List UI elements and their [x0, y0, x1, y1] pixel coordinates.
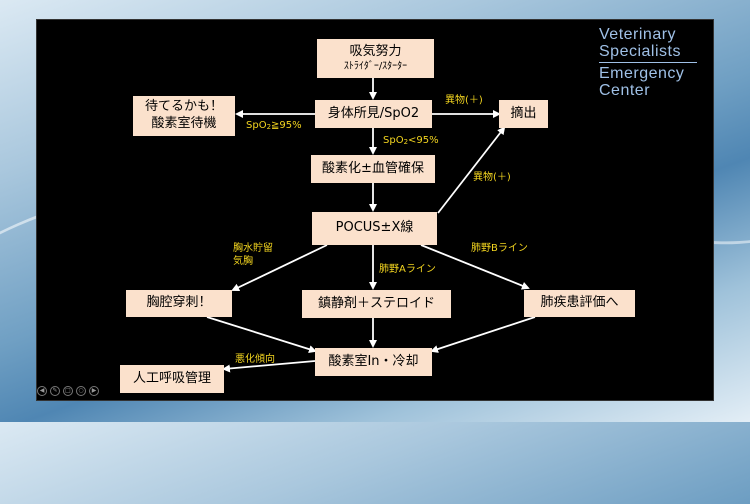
- label-spo2-low: SpO2<95%: [383, 135, 439, 146]
- slide: 吸気努力 ｽﾄﾗｲﾀﾞｰ/ｽﾀｰﾀｰ 身体所見/SpO2 待てるかも！ 酸素室待…: [37, 20, 713, 400]
- arrow-pocus-to-thoracentesis: [231, 244, 328, 292]
- slideshow-toolbar: ◀ ✎ □ ○ ▶: [37, 386, 99, 396]
- slides-icon[interactable]: □: [63, 386, 73, 396]
- zoom-icon[interactable]: ○: [76, 386, 86, 396]
- label-a-line: 肺野Aライン: [379, 264, 436, 275]
- node-oxygen-iv-label: 酸素化±血管確保: [322, 160, 424, 176]
- node-wait-line1: 待てるかも！: [144, 99, 223, 115]
- label-effusion: 胸水貯留 気胸: [233, 242, 273, 268]
- node-ventilation: 人工呼吸管理: [120, 365, 224, 393]
- label-worsening: 悪化傾向: [235, 354, 275, 365]
- node-ventilation-label: 人工呼吸管理: [132, 370, 211, 386]
- pen-icon[interactable]: ✎: [50, 386, 60, 396]
- label-foreign-top: 異物(＋): [445, 95, 483, 106]
- node-oxygen-room: 酸素室In・冷却: [315, 348, 432, 376]
- node-oxygen-room-label: 酸素室In・冷却: [328, 353, 419, 369]
- node-exam: 身体所見/SpO2: [315, 100, 432, 128]
- node-pocus-label: POCUS±X線: [335, 220, 414, 236]
- arrow-pocus-to-removal: [437, 126, 506, 214]
- label-effusion-line1: 胸水貯留: [233, 243, 273, 254]
- flow-arrows: [206, 78, 536, 373]
- node-sedation-label: 鎮静剤＋ステロイド: [317, 295, 435, 311]
- logo-line1: Veterinary: [599, 26, 677, 43]
- node-pocus: POCUS±X線: [312, 212, 437, 245]
- logo-divider: [599, 62, 697, 63]
- arrow-thoracentesis-to-oxygen-room: [206, 316, 317, 354]
- node-breathing-effort-line2: ｽﾄﾗｲﾀﾞｰ/ｽﾀｰﾀｰ: [343, 61, 408, 73]
- node-thoracentesis: 胸腔穿刺！: [126, 290, 232, 317]
- logo: Veterinary Specialists Emergency Center: [599, 26, 697, 99]
- node-oxygen-iv: 酸素化±血管確保: [311, 155, 435, 183]
- label-effusion-line2: 気胸: [233, 256, 253, 267]
- logo-line3: Emergency: [599, 65, 685, 82]
- prev-icon[interactable]: ◀: [37, 386, 47, 396]
- node-removal: 摘出: [499, 100, 548, 128]
- node-breathing-effort-line1: 吸気努力: [349, 43, 402, 59]
- node-wait: 待てるかも！ 酸素室待機: [133, 96, 235, 136]
- label-foreign-mid: 異物(＋): [473, 172, 511, 183]
- node-wait-line2: 酸素室待機: [151, 116, 217, 131]
- logo-line4: Center: [599, 82, 651, 99]
- arrow-pocus-to-lung-eval: [420, 244, 530, 290]
- label-b-line: 肺野Bライン: [471, 243, 528, 254]
- next-icon[interactable]: ▶: [89, 386, 99, 396]
- arrow-lung-eval-to-oxygen-room: [430, 316, 536, 353]
- node-exam-label: 身体所見/SpO2: [327, 105, 420, 121]
- node-lung-eval: 肺疾患評価へ: [524, 290, 635, 317]
- node-thoracentesis-label: 胸腔穿刺！: [146, 295, 212, 311]
- node-lung-eval-label: 肺疾患評価へ: [540, 295, 619, 311]
- logo-line2: Specialists: [599, 43, 681, 60]
- label-spo2-high: SpO2≧95%: [246, 120, 302, 131]
- node-breathing-effort: 吸気努力 ｽﾄﾗｲﾀﾞｰ/ｽﾀｰﾀｰ: [317, 39, 434, 78]
- node-removal-label: 摘出: [510, 105, 537, 121]
- arrow-oxygen-room-to-ventilation: [222, 360, 316, 373]
- node-sedation: 鎮静剤＋ステロイド: [302, 290, 451, 318]
